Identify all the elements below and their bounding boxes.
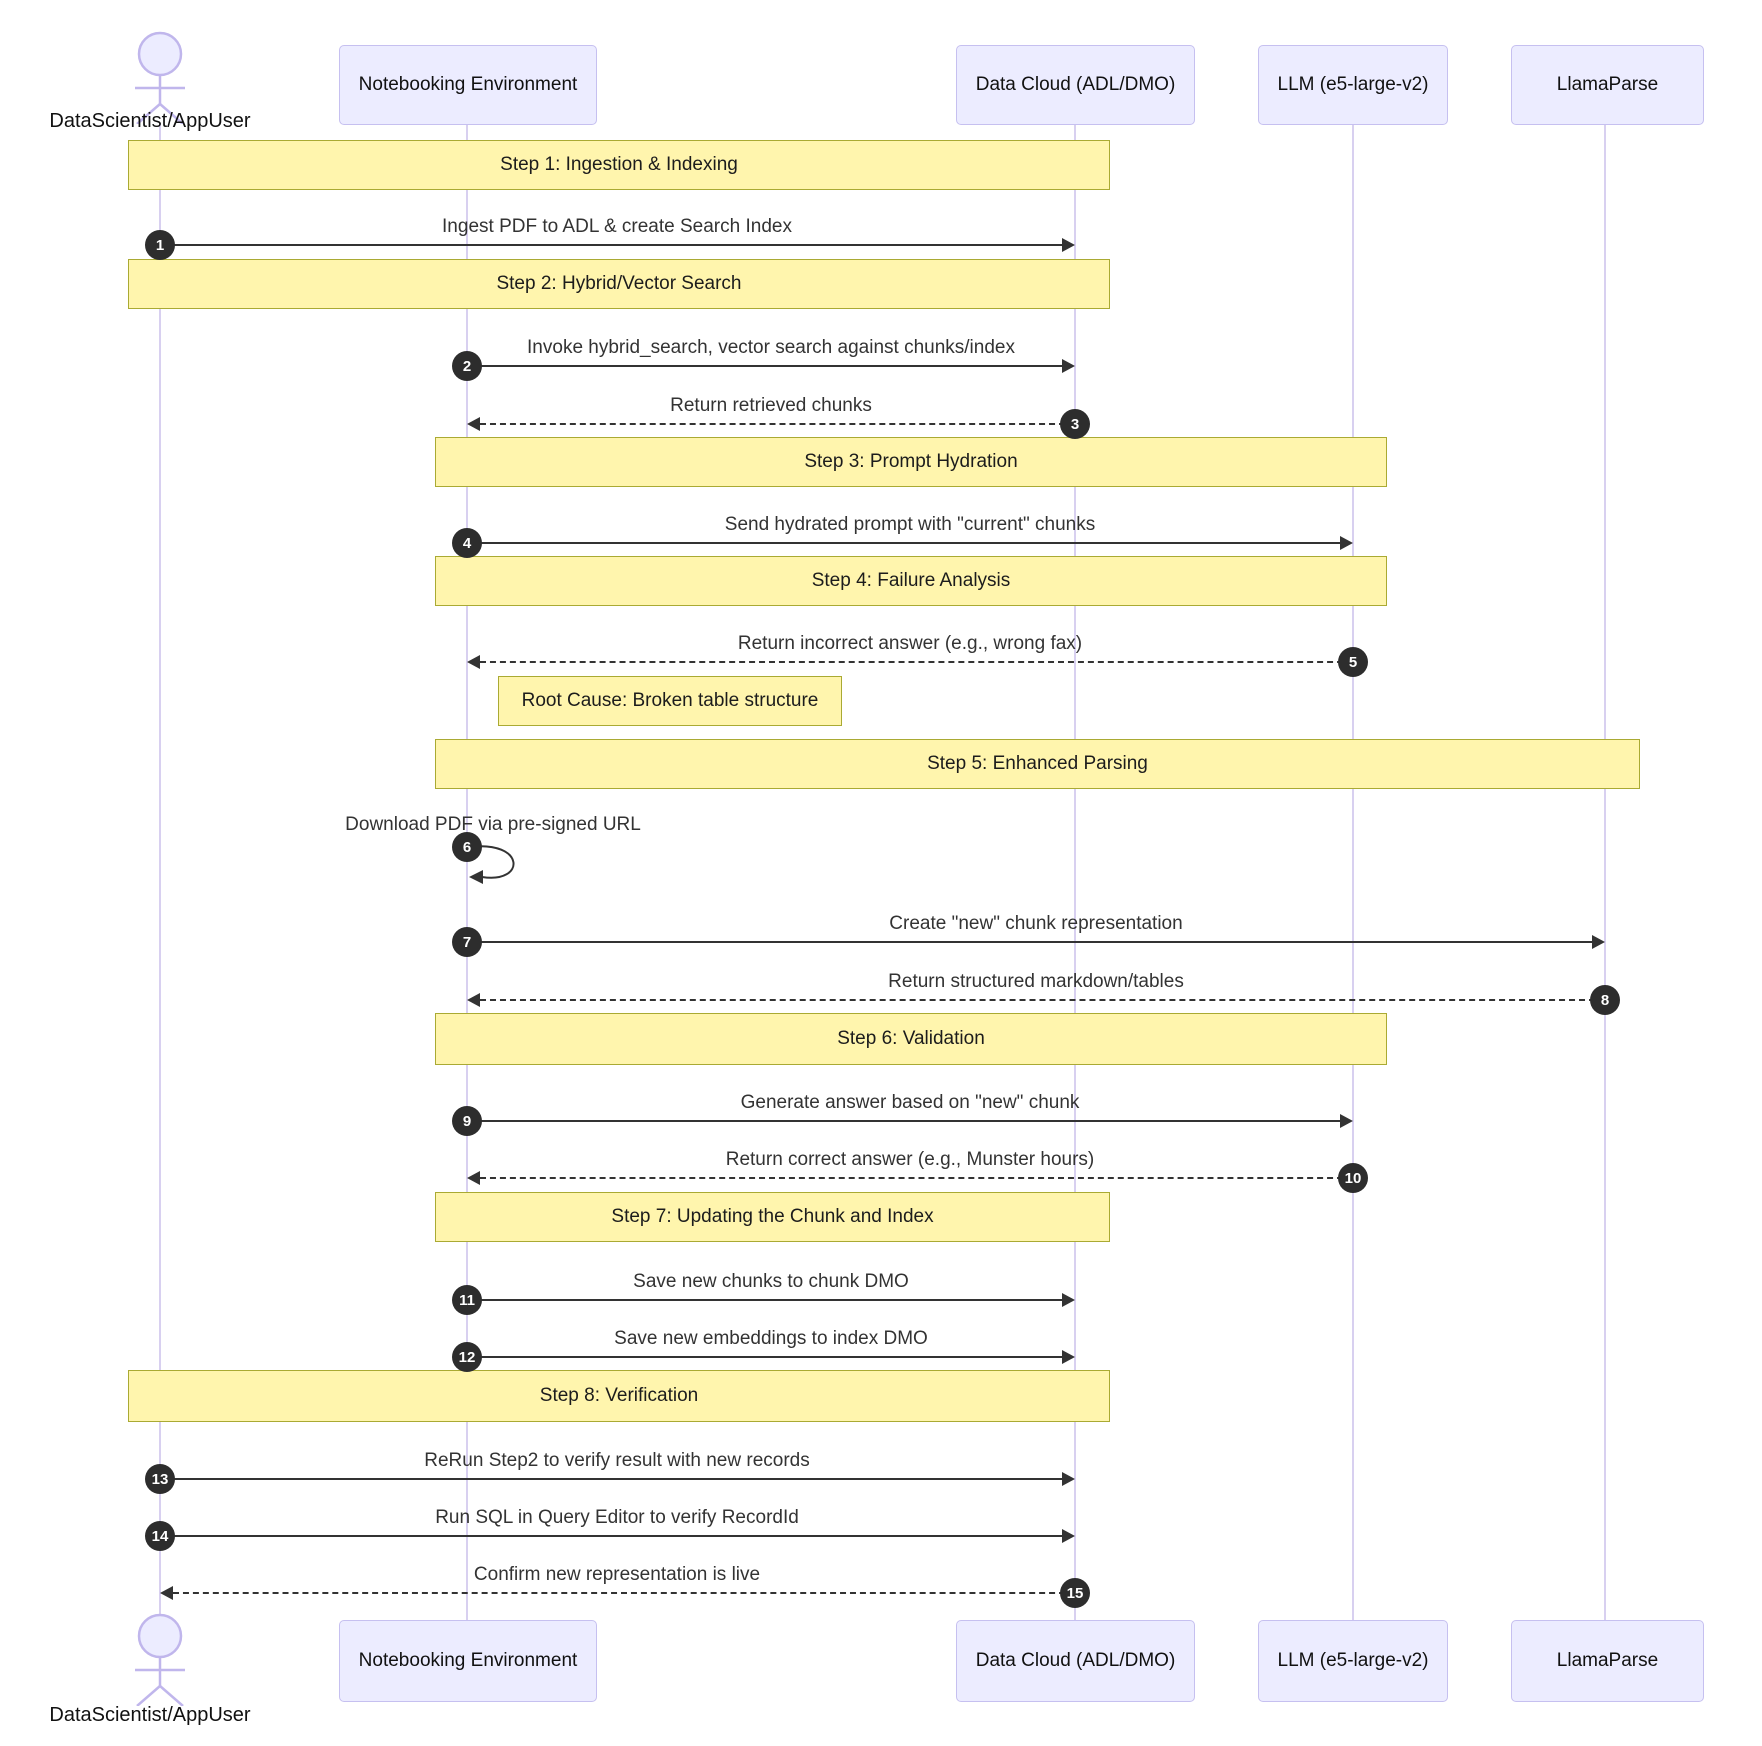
message-8-label: Return structured markdown/tables — [888, 971, 1184, 992]
message-1-arrow — [160, 244, 1062, 246]
note-step-4: Step 4: Failure Analysis — [435, 556, 1387, 606]
message-11-arrow — [467, 1299, 1062, 1301]
message-6-label: Download PDF via pre-signed URL — [345, 814, 641, 835]
actor-figure-icon — [135, 31, 185, 124]
message-6-self-loop-arrow — [468, 845, 515, 884]
message-13-arrow — [160, 1478, 1062, 1480]
actor-figure-bottom-icon — [135, 1613, 185, 1706]
message-4-label: Send hydrated prompt with "current" chun… — [724, 514, 1096, 535]
message-3-arrow — [480, 423, 1075, 425]
message-13-arrowhead-icon — [1062, 1472, 1075, 1486]
message-10-arrow — [480, 1177, 1353, 1179]
message-8-number: 8 — [1590, 985, 1620, 1015]
message-10-number: 10 — [1338, 1163, 1368, 1193]
note-step-1: Step 1: Ingestion & Indexing — [128, 140, 1110, 190]
message-10-arrowhead-icon — [467, 1171, 480, 1185]
message-10-label: Return correct answer (e.g., Munster hou… — [725, 1149, 1095, 1170]
note-step-7: Step 7: Updating the Chunk and Index — [435, 1192, 1110, 1242]
message-13-number: 13 — [145, 1464, 175, 1494]
message-14-number: 14 — [145, 1521, 175, 1551]
message-2-number: 2 — [452, 351, 482, 381]
note-step-2: Step 2: Hybrid/Vector Search — [128, 259, 1110, 309]
participant-box-llm-top: LLM (e5-large-v2) — [1258, 45, 1448, 125]
message-15-label: Confirm new representation is live — [473, 1564, 761, 1585]
message-9-number: 9 — [452, 1106, 482, 1136]
lifeline-llm — [1352, 123, 1354, 1620]
lifeline-datascientist — [159, 123, 161, 1620]
message-13-label: ReRun Step2 to verify result with new re… — [424, 1450, 810, 1471]
message-9-arrow — [467, 1120, 1340, 1122]
note-step-3: Step 3: Prompt Hydration — [435, 437, 1387, 487]
message-5-arrowhead-icon — [467, 655, 480, 669]
message-5-number: 5 — [1338, 647, 1368, 677]
message-2-arrowhead-icon — [1062, 359, 1075, 373]
message-12-label: Save new embeddings to index DMO — [614, 1328, 928, 1349]
message-7-label: Create "new" chunk representation — [889, 913, 1183, 934]
message-14-arrowhead-icon — [1062, 1529, 1075, 1543]
message-11-arrowhead-icon — [1062, 1293, 1075, 1307]
message-4-arrowhead-icon — [1340, 536, 1353, 550]
participant-box-llm-bottom: LLM (e5-large-v2) — [1258, 1620, 1448, 1702]
message-8-arrowhead-icon — [467, 993, 480, 1007]
message-15-arrow — [173, 1592, 1075, 1594]
message-3-arrowhead-icon — [467, 417, 480, 431]
note-step-8: Step 8: Verification — [128, 1370, 1110, 1422]
message-12-arrowhead-icon — [1062, 1350, 1075, 1364]
participant-box-llamaparse-top: LlamaParse — [1511, 45, 1704, 125]
message-12-number: 12 — [452, 1342, 482, 1372]
message-8-arrow — [480, 999, 1605, 1001]
lifeline-llamaparse — [1604, 123, 1606, 1620]
message-14-arrow — [160, 1535, 1062, 1537]
message-1-number: 1 — [145, 230, 175, 260]
participant-box-datacloud-bottom: Data Cloud (ADL/DMO) — [956, 1620, 1195, 1702]
message-2-label: Invoke hybrid_search, vector search agai… — [527, 337, 1015, 358]
note-root-cause: Root Cause: Broken table structure — [498, 676, 842, 726]
message-2-arrow — [467, 365, 1062, 367]
participant-box-notebooking-bottom: Notebooking Environment — [339, 1620, 597, 1702]
lifeline-datacloud — [1074, 123, 1076, 1620]
message-5-label: Return incorrect answer (e.g., wrong fax… — [737, 633, 1083, 654]
message-7-arrowhead-icon — [1592, 935, 1605, 949]
message-14-label: Run SQL in Query Editor to verify Record… — [435, 1507, 799, 1528]
participant-box-datacloud-top: Data Cloud (ADL/DMO) — [956, 45, 1195, 125]
note-step-5: Step 5: Enhanced Parsing — [435, 739, 1640, 789]
message-9-arrowhead-icon — [1340, 1114, 1353, 1128]
message-4-number: 4 — [452, 528, 482, 558]
message-4-arrow — [467, 542, 1340, 544]
message-1-arrowhead-icon — [1062, 238, 1075, 252]
message-1-label: Ingest PDF to ADL & create Search Index — [442, 216, 792, 237]
message-3-label: Return retrieved chunks — [670, 395, 872, 416]
message-11-label: Save new chunks to chunk DMO — [633, 1271, 909, 1292]
message-5-arrow — [480, 661, 1353, 663]
message-15-arrowhead-icon — [160, 1586, 173, 1600]
message-11-number: 11 — [452, 1285, 482, 1315]
message-7-arrow — [467, 941, 1592, 943]
message-15-number: 15 — [1060, 1578, 1090, 1608]
message-12-arrow — [467, 1356, 1062, 1358]
message-7-number: 7 — [452, 927, 482, 957]
message-3-number: 3 — [1060, 409, 1090, 439]
lifeline-notebooking — [466, 123, 468, 1620]
note-step-6: Step 6: Validation — [435, 1013, 1387, 1065]
message-6-number: 6 — [452, 832, 482, 862]
actor-label-bottom: DataScientist/AppUser — [49, 1704, 251, 1726]
actor-label-top: DataScientist/AppUser — [49, 110, 251, 132]
participant-box-llamaparse-bottom: LlamaParse — [1511, 1620, 1704, 1702]
message-9-label: Generate answer based on "new" chunk — [740, 1092, 1080, 1113]
participant-box-notebooking-top: Notebooking Environment — [339, 45, 597, 125]
